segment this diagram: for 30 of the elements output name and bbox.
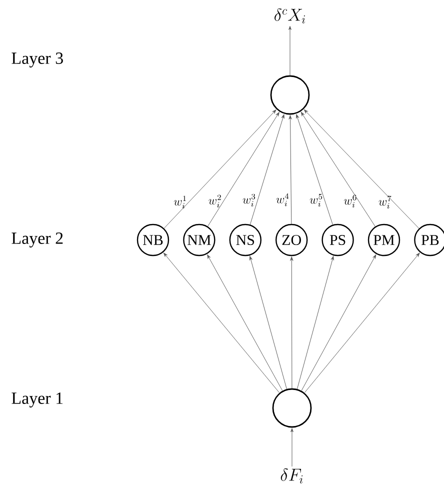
layer-label: Layer 3 — [12, 52, 63, 68]
weight-label: $w_{i}^{7}$ — [378, 196, 392, 208]
arrow — [304, 252, 420, 394]
neuron-circle — [272, 388, 312, 428]
arrow — [296, 256, 334, 390]
weight-label: $w_{i}^{4}$ — [276, 193, 289, 206]
weight-label: $w_{i}^{5}$ — [310, 194, 322, 207]
arrow — [208, 112, 280, 227]
layer-label: Layer 2 — [12, 232, 63, 248]
weight-label: $w_{i}^{1}$ — [174, 196, 186, 208]
arrow — [301, 254, 376, 391]
arrow — [164, 110, 276, 229]
arrow — [296, 114, 333, 225]
arrow — [164, 252, 280, 394]
arrow — [249, 256, 287, 390]
input-symbol: $\delta F_{i}$ — [280, 468, 303, 484]
arrow — [288, 26, 292, 76]
arrow — [288, 115, 292, 224]
arrow — [207, 254, 283, 391]
layer-label: Layer 1 — [12, 392, 63, 408]
weight-label: $w_{i}^{3}$ — [242, 194, 256, 207]
arrow — [290, 428, 294, 467]
arrow — [290, 256, 294, 389]
output-symbol: $\delta^{c} X_{i}$ — [274, 8, 305, 24]
weight-label: $w_{i}^{2}$ — [208, 194, 221, 208]
weight-label: $w_{i}^{6}$ — [344, 194, 356, 208]
arrow — [304, 109, 420, 229]
arrow — [250, 114, 284, 225]
arrow — [300, 112, 376, 227]
neuron-circle — [270, 75, 310, 115]
